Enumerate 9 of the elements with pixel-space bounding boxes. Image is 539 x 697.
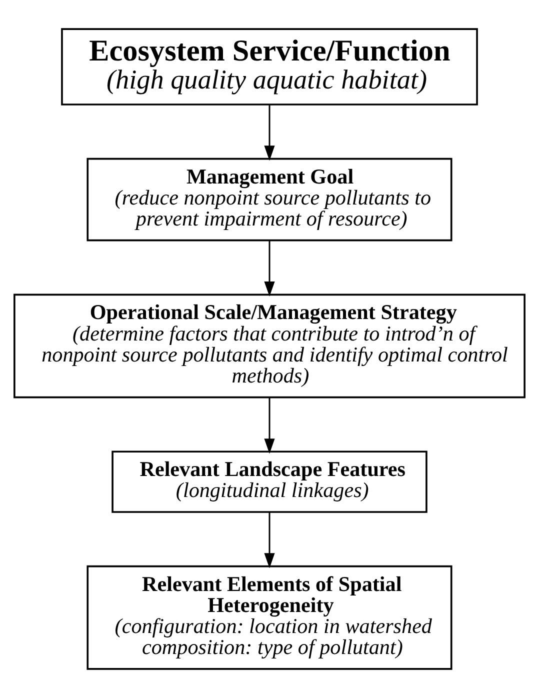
node-box: Management Goal (reduce nonpoint source pollutants to prevent impairment of resource) <box>86 157 452 241</box>
node-box: Ecosystem Service/Function (high quality aquatic habitat) <box>61 28 478 105</box>
arrow <box>264 104 275 160</box>
node-box: Relevant Landscape Features (longitudinal linkages) <box>112 450 428 512</box>
node-box: Relevant Elements of Spatial Heterogeneity (configuration: location in watershed composition: type of pollutant) <box>86 564 452 670</box>
node-box: Operational Scale/Management Strategy (determine factors that contribute to introd’n of nonpoint source pollutants and identify optimal control methods) <box>14 293 526 398</box>
arrow <box>264 512 275 568</box>
arrow <box>264 396 275 454</box>
arrow <box>264 240 275 296</box>
